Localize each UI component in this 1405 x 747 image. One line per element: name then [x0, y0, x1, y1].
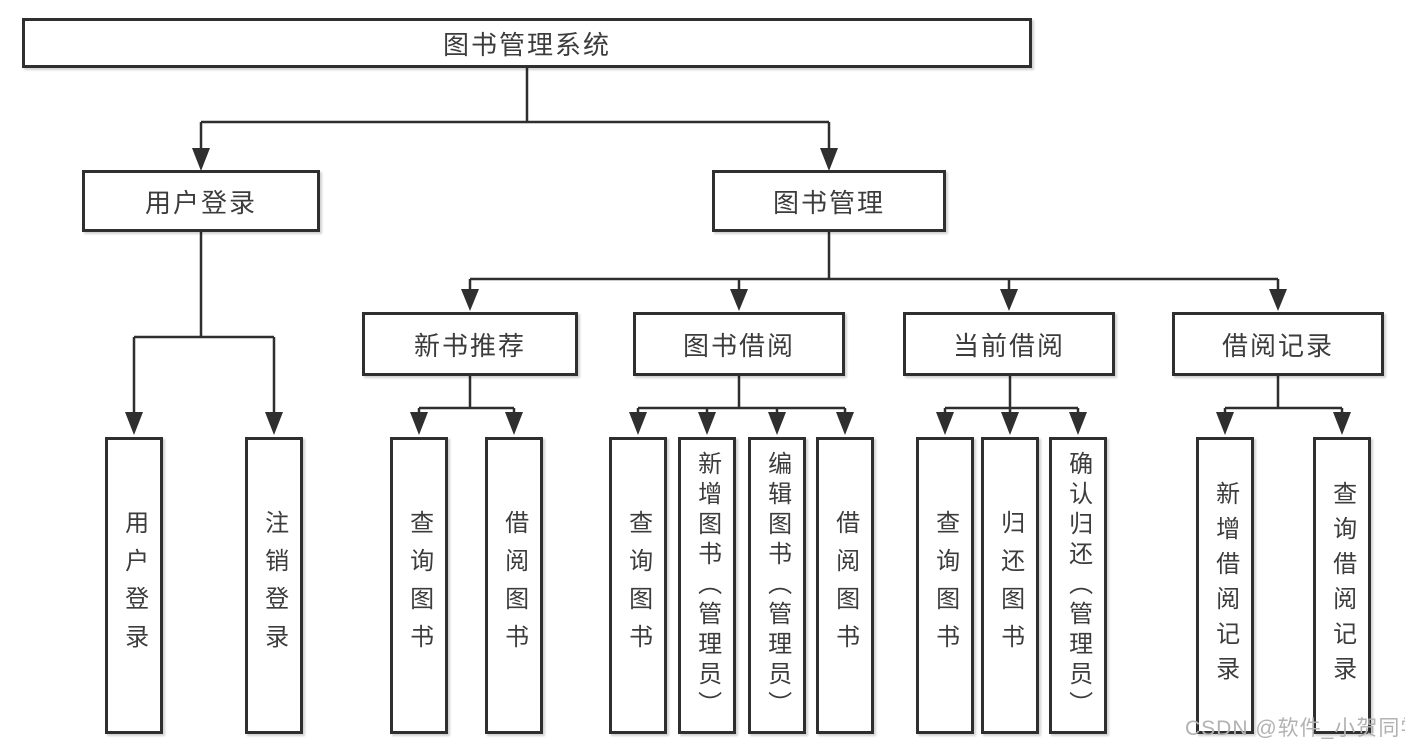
leaf-add-borrow-record: 新增借阅记录	[1196, 437, 1254, 734]
watermark: CSDN @软件_小贺同学	[1185, 717, 1405, 740]
node-new-book-recommend: 新书推荐	[362, 312, 578, 376]
node-book-management-label: 图书管理	[772, 187, 885, 218]
leaf-user-login-label: 用户登录	[120, 509, 148, 662]
leaf-return-books: 归还图书	[981, 437, 1039, 734]
leaf-edit-books-admin-label: 编辑图书（管理员）	[763, 450, 791, 721]
node-borrowing-records: 借阅记录	[1172, 312, 1384, 376]
leaf-query-books-recommend: 查询图书	[390, 437, 448, 734]
leaf-query-books-current-label: 查询图书	[931, 509, 959, 662]
leaf-add-borrow-record-label: 新增借阅记录	[1211, 480, 1239, 691]
node-book-borrowing-label: 图书借阅	[682, 330, 795, 361]
node-root-label: 图书管理系统	[442, 29, 611, 60]
node-book-borrowing: 图书借阅	[633, 312, 845, 376]
leaf-confirm-return-admin-label: 确认归还（管理员）	[1064, 450, 1092, 721]
arrowheads	[125, 148, 1351, 435]
leaf-logout-label: 注销登录	[260, 509, 288, 662]
leaf-borrow-books-borrowing: 借阅图书	[816, 437, 874, 734]
node-root: 图书管理系统	[22, 18, 1032, 68]
leaf-query-books-current: 查询图书	[916, 437, 974, 734]
leaf-confirm-return-admin: 确认归还（管理员）	[1049, 437, 1107, 734]
node-book-management: 图书管理	[712, 170, 946, 232]
leaf-add-books-admin: 新增图书（管理员）	[678, 437, 736, 734]
leaf-return-books-label: 归还图书	[996, 509, 1024, 662]
leaf-borrow-books-recommend-label: 借阅图书	[500, 509, 528, 662]
node-user-login: 用户登录	[82, 170, 320, 232]
node-borrowing-records-label: 借阅记录	[1221, 330, 1334, 361]
leaf-borrow-books-borrowing-label: 借阅图书	[831, 509, 859, 662]
leaf-query-books-borrowing-label: 查询图书	[624, 509, 652, 662]
node-user-login-label: 用户登录	[144, 187, 257, 218]
leaf-add-books-admin-label: 新增图书（管理员）	[693, 450, 721, 721]
leaf-edit-books-admin: 编辑图书（管理员）	[748, 437, 806, 734]
leaf-query-books-borrowing: 查询图书	[609, 437, 667, 734]
node-new-book-recommend-label: 新书推荐	[413, 330, 526, 361]
leaf-query-books-recommend-label: 查询图书	[405, 509, 433, 662]
node-current-borrowing-label: 当前借阅	[952, 330, 1065, 361]
leaf-logout: 注销登录	[245, 437, 303, 734]
leaf-user-login: 用户登录	[105, 437, 163, 734]
node-current-borrowing: 当前借阅	[903, 312, 1115, 376]
leaf-query-borrow-record-label: 查询借阅记录	[1328, 480, 1356, 691]
leaf-borrow-books-recommend: 借阅图书	[485, 437, 543, 734]
leaf-query-borrow-record: 查询借阅记录	[1313, 437, 1371, 734]
connector-stems	[132, 68, 1344, 414]
